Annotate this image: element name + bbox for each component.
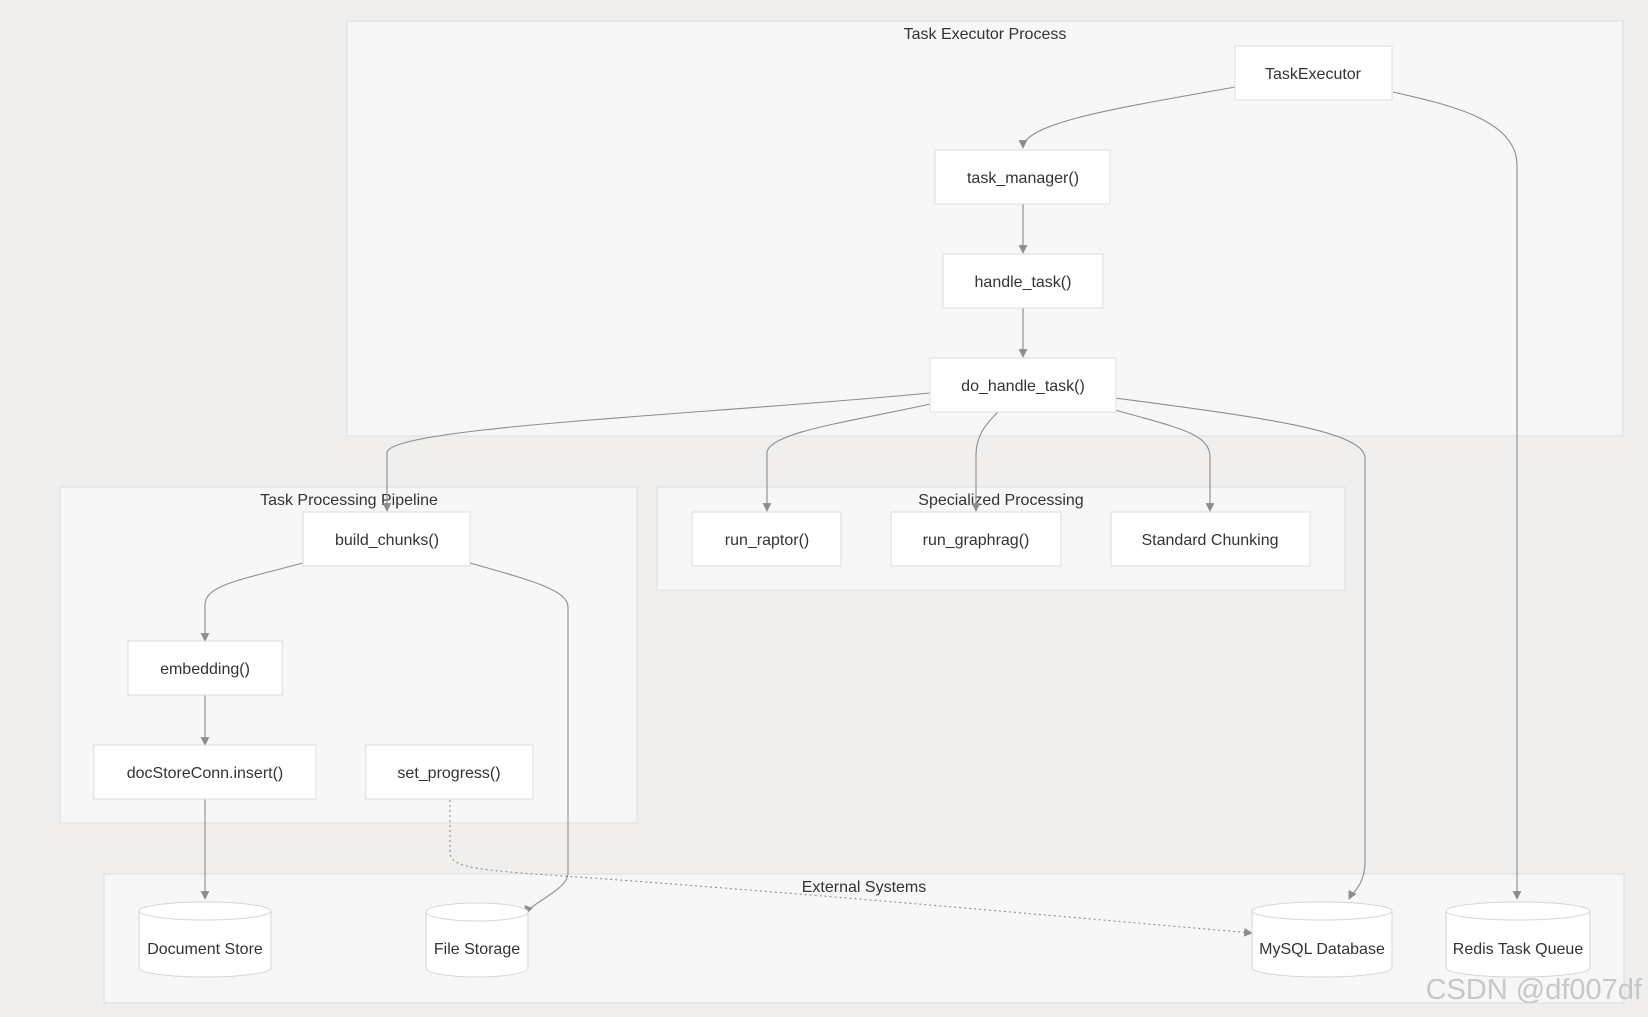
node-label: build_chunks() [335, 532, 439, 549]
node-docstoreconn-insert[interactable]: docStoreConn.insert() [93, 744, 317, 800]
node-build-chunks[interactable]: build_chunks() [302, 511, 471, 567]
node-label: handle_task() [975, 274, 1072, 291]
edge-dohandletask-standardchunking [1114, 409, 1215, 512]
node-label: Redis Task Queue [1453, 941, 1584, 958]
cluster-title-external: External Systems [802, 879, 926, 896]
node-run-graphrag[interactable]: run_graphrag() [890, 511, 1062, 567]
node-label: task_manager() [967, 170, 1079, 187]
node-label: embedding() [160, 661, 250, 678]
edge-dohandletask-rungraphrag [971, 411, 999, 512]
node-file-storage[interactable]: File Storage [425, 902, 529, 978]
node-document-store[interactable]: Document Store [138, 901, 272, 978]
node-label: run_graphrag() [923, 532, 1030, 549]
node-embedding[interactable]: embedding() [127, 640, 283, 696]
cluster-title-pipeline: Task Processing Pipeline [260, 492, 438, 509]
edge-dohandletask-runraptor [762, 403, 931, 512]
cluster-title-specialized: Specialized Processing [918, 492, 1083, 509]
edge-taskexecutor-redis [1392, 91, 1522, 900]
node-label: set_progress() [397, 765, 500, 782]
node-mysql-database[interactable]: MySQL Database [1251, 901, 1393, 978]
node-taskexecutor[interactable]: TaskExecutor [1234, 45, 1393, 101]
cluster-title-executor: Task Executor Process [904, 26, 1067, 43]
edge-buildchunks-embedding [200, 562, 304, 642]
node-redis-task-queue[interactable]: Redis Task Queue [1445, 901, 1591, 978]
node-label: TaskExecutor [1265, 66, 1362, 83]
node-task-manager[interactable]: task_manager() [934, 149, 1111, 205]
node-label: File Storage [434, 941, 520, 958]
node-run-raptor[interactable]: run_raptor() [691, 511, 842, 567]
watermark: CSDN @df007df [1426, 974, 1643, 1006]
edge-dohandletask-buildchunks [382, 392, 931, 512]
cluster-external-systems: External Systems [103, 873, 1625, 1004]
node-do-handle-task[interactable]: do_handle_task() [929, 357, 1117, 413]
edges [200, 86, 1522, 937]
node-standard-chunking[interactable]: Standard Chunking [1110, 511, 1311, 567]
node-label: do_handle_task() [961, 378, 1085, 395]
edge-taskexecutor-taskmanager [1018, 86, 1236, 149]
node-label: Standard Chunking [1142, 532, 1279, 549]
edge-buildchunks-filestorage [469, 562, 569, 915]
node-label: Document Store [147, 941, 263, 958]
edge-dohandletask-mysql [1114, 397, 1366, 900]
node-label: run_raptor() [725, 532, 809, 549]
node-handle-task[interactable]: handle_task() [942, 253, 1104, 309]
node-set-progress[interactable]: set_progress() [365, 744, 534, 800]
node-label: MySQL Database [1259, 941, 1385, 958]
node-label: docStoreConn.insert() [127, 765, 284, 782]
